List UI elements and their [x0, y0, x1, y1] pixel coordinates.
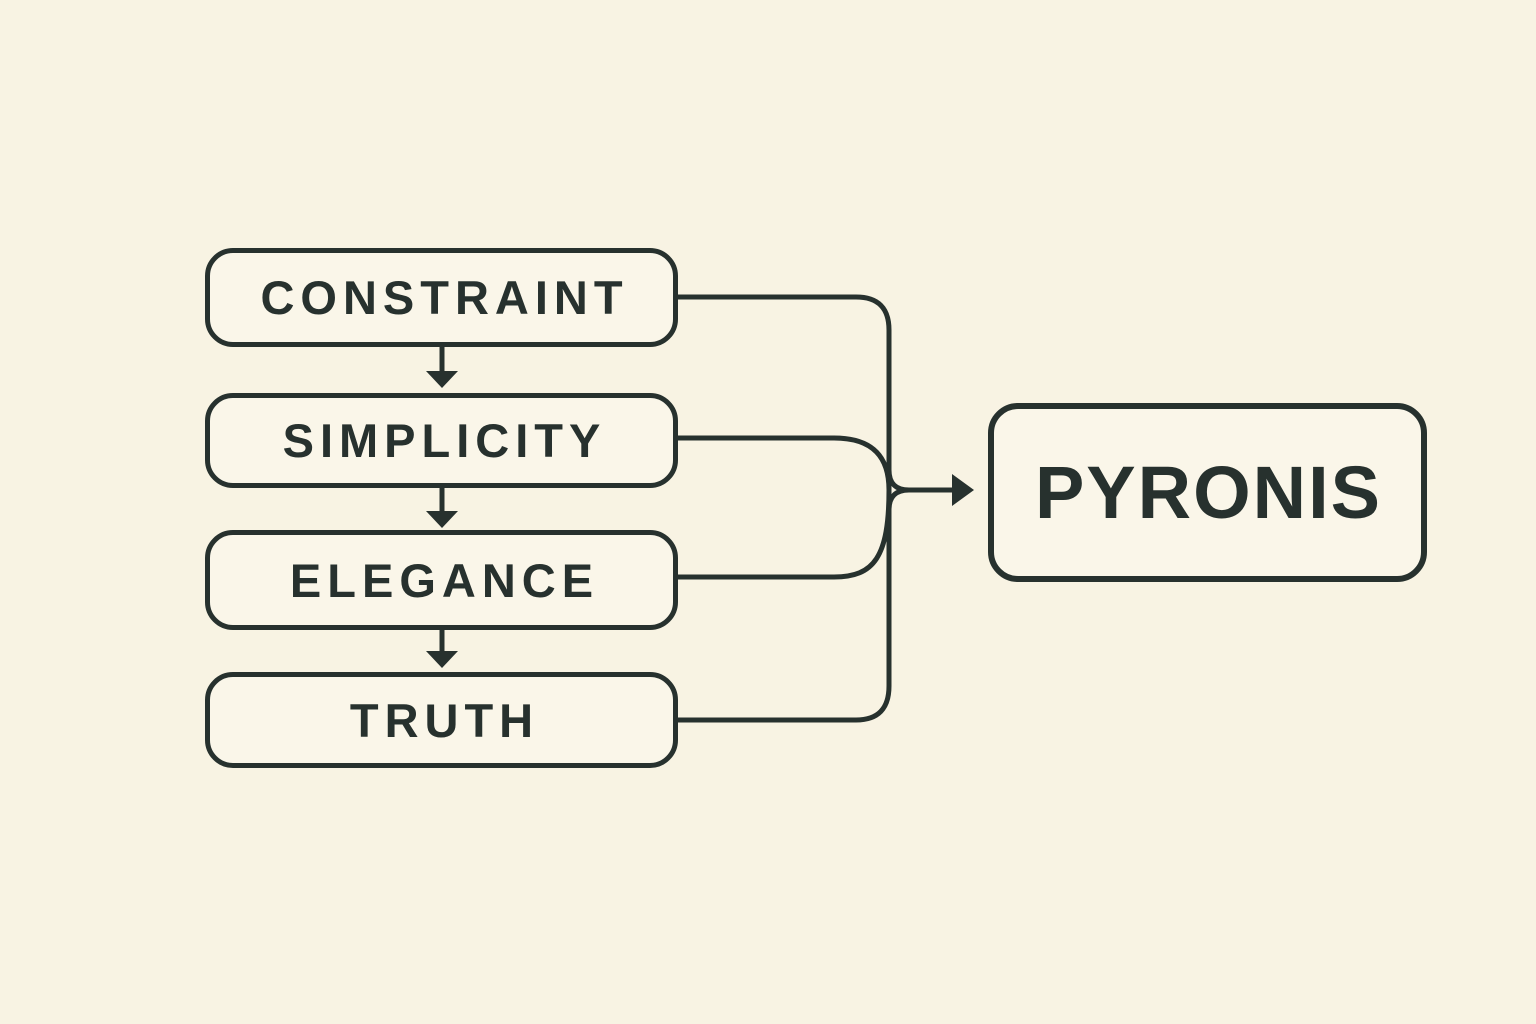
node-elegance: ELEGANCE — [205, 530, 678, 630]
node-truth: TRUTH — [205, 672, 678, 768]
connector-constraint-truth-trunk — [678, 294, 892, 723]
merge-arrowhead-icon — [952, 474, 974, 506]
node-simplicity: SIMPLICITY — [205, 393, 678, 488]
node-pyronis: PYRONIS — [988, 403, 1427, 582]
node-simplicity-label: SIMPLICITY — [282, 414, 607, 467]
node-pyronis-label: PYRONIS — [1034, 451, 1383, 534]
arrowhead-constraint-simplicity-icon — [426, 371, 458, 388]
merge-arrow-shaft — [886, 469, 953, 493]
node-constraint-label: CONSTRAINT — [260, 271, 629, 324]
arrowhead-simplicity-elegance-icon — [426, 511, 458, 528]
node-truth-label: TRUTH — [349, 693, 540, 747]
connector-simplicity-merge — [678, 435, 892, 491]
arrowhead-elegance-truth-icon — [426, 651, 458, 668]
connector-elegance-merge — [678, 489, 892, 580]
node-elegance-label: ELEGANCE — [289, 553, 600, 607]
merge-arrow-fillet — [886, 487, 910, 511]
node-constraint: CONSTRAINT — [205, 248, 678, 347]
